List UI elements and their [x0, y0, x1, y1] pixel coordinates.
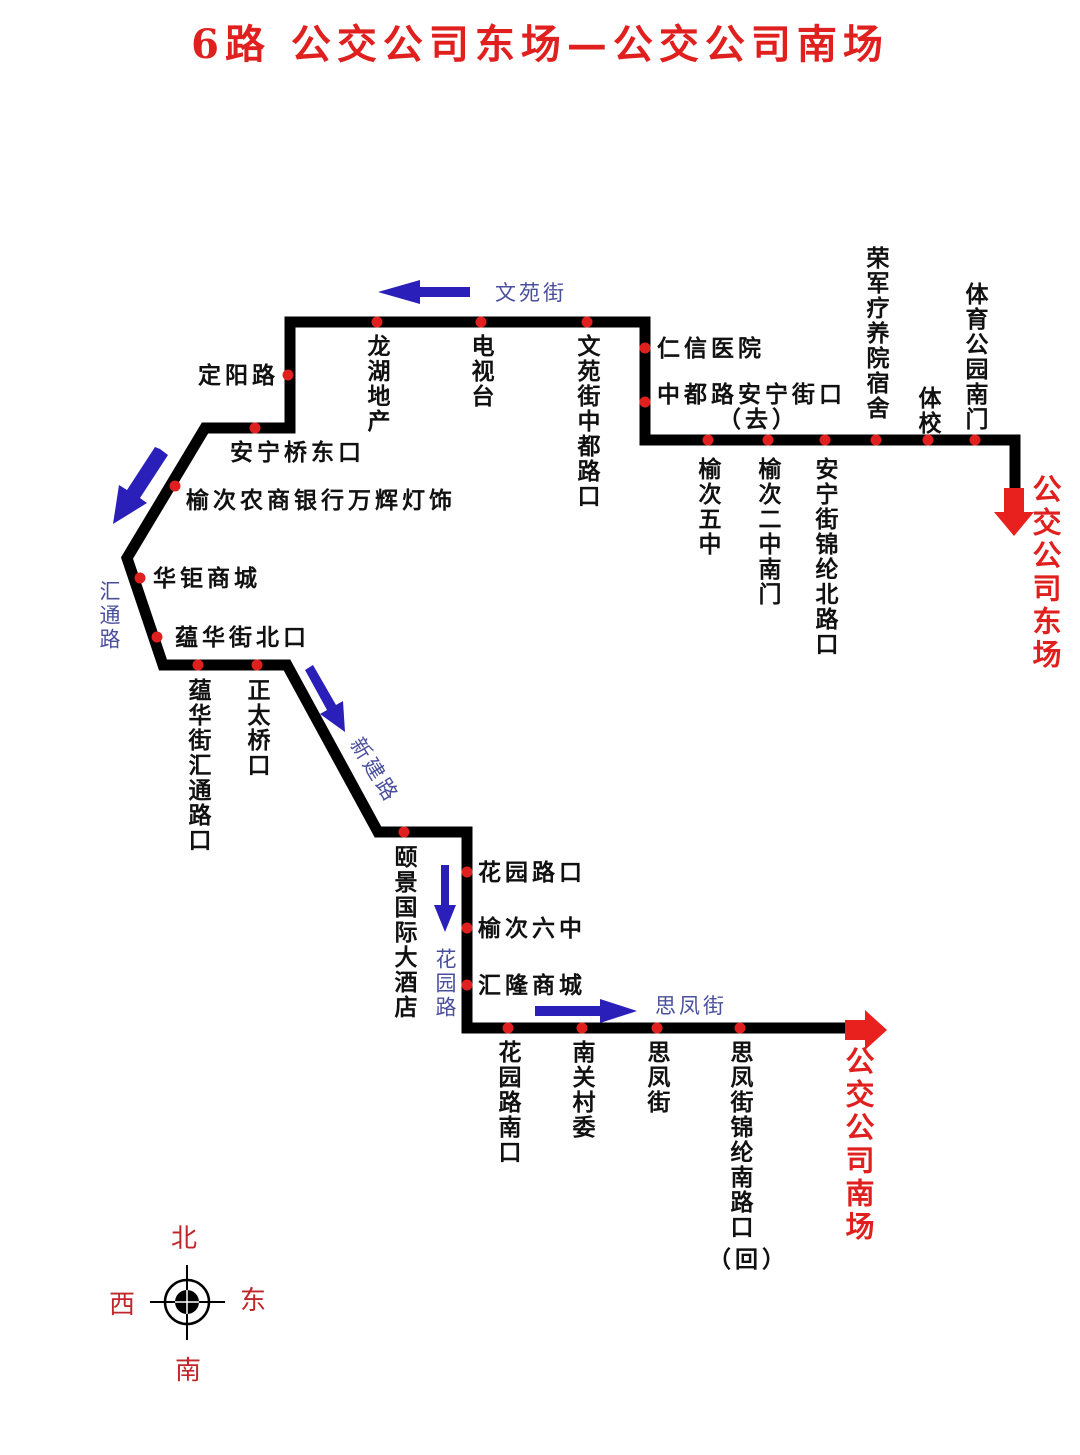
stop-dot [249, 422, 261, 434]
stop-dot [282, 369, 294, 381]
stop-label: 蕴华街汇通路口 [184, 678, 211, 853]
stop-dot [251, 659, 263, 671]
direction-arrow-south [434, 865, 456, 932]
stop-dot [870, 434, 882, 446]
stop-label: 仁信医院 [657, 335, 765, 362]
stop-label: 思凤街 [643, 1040, 670, 1115]
stop-dot [969, 434, 981, 446]
stop-dot [134, 572, 146, 584]
stop-label: 体校 [914, 386, 941, 436]
stop-label: 南关村委 [568, 1040, 595, 1140]
stop-dot [461, 866, 473, 878]
stop-dot [151, 631, 163, 643]
stop-label: 蕴华街北口 [175, 624, 310, 651]
stop-label: 榆次农商银行万辉灯饰 [186, 487, 456, 514]
stop-note: （去） [718, 406, 799, 433]
stop-dot [762, 434, 774, 446]
stop-label: 颐景国际大酒店 [390, 845, 417, 1020]
terminal-south: 公交公司南场 [841, 1046, 875, 1244]
stop-label: 定阳路 [198, 362, 279, 389]
street-label-wenyuan: 文苑街 [495, 281, 567, 305]
stop-label: 榆次五中 [694, 457, 721, 557]
compass-north: 北 [171, 1224, 198, 1254]
terminal-arrow-east [994, 488, 1034, 536]
stop-label: 华钜商城 [153, 565, 261, 592]
stop-dot [169, 480, 181, 492]
stop-label: 正太桥口 [243, 678, 270, 778]
stop-label: 榆次六中 [478, 915, 586, 942]
stop-label: 龙湖地产 [363, 334, 390, 434]
stop-note: （回） [708, 1246, 789, 1273]
stop-dot [461, 922, 473, 934]
stop-dot [398, 826, 410, 838]
compass-east: 东 [240, 1286, 267, 1316]
street-label-sifeng: 思凤街 [655, 994, 727, 1018]
stop-dot [651, 1022, 663, 1034]
street-label-huayuan: 花园路 [433, 948, 457, 1020]
stop-dot [371, 316, 383, 328]
stop-label: 汇隆商城 [478, 972, 586, 999]
stop-label: 安宁桥东口 [230, 439, 365, 466]
direction-arrow-southwest [113, 447, 168, 524]
compass-icon [150, 1265, 225, 1340]
compass-south: 南 [175, 1356, 202, 1386]
stop-label: 荣军疗养院宿舍 [862, 246, 889, 421]
route-line [120, 316, 1021, 1034]
stop-label: 电视台 [467, 334, 494, 409]
stop-dot [702, 434, 714, 446]
stop-label: 文苑街中都路口 [573, 334, 600, 509]
stop-dot [639, 396, 651, 408]
stop-dot [639, 342, 651, 354]
stop-label: 花园路口 [478, 859, 586, 886]
stop-dot [502, 1022, 514, 1034]
stop-label: 思凤街锦纶南路口 [726, 1040, 753, 1240]
stop-dot [581, 316, 593, 328]
stop-dot [819, 434, 831, 446]
terminal-arrow-south [845, 1010, 887, 1050]
stop-label: 中都路安宁街口 [657, 381, 846, 408]
stop-dot [461, 979, 473, 991]
stop-dot [192, 659, 204, 671]
stop-label: 体育公园南门 [961, 282, 988, 432]
direction-arrow-southeast [305, 665, 345, 732]
compass-west: 西 [109, 1290, 136, 1320]
direction-arrow-east [535, 999, 637, 1023]
stop-label: 花园路南口 [494, 1040, 521, 1165]
map-title: 6路 公交公司东场—公交公司南场 [191, 21, 889, 68]
stop-dot [475, 316, 487, 328]
stop-label: 安宁街锦纶北路口 [811, 457, 838, 657]
stop-dot [576, 1022, 588, 1034]
terminal-east: 公交公司东场 [1028, 474, 1062, 672]
direction-arrow-west [378, 280, 470, 304]
stop-dot [734, 1022, 746, 1034]
stop-dot [922, 434, 934, 446]
stop-label: 榆次二中南门 [754, 457, 781, 607]
street-label-huitong: 汇通路 [97, 580, 121, 652]
